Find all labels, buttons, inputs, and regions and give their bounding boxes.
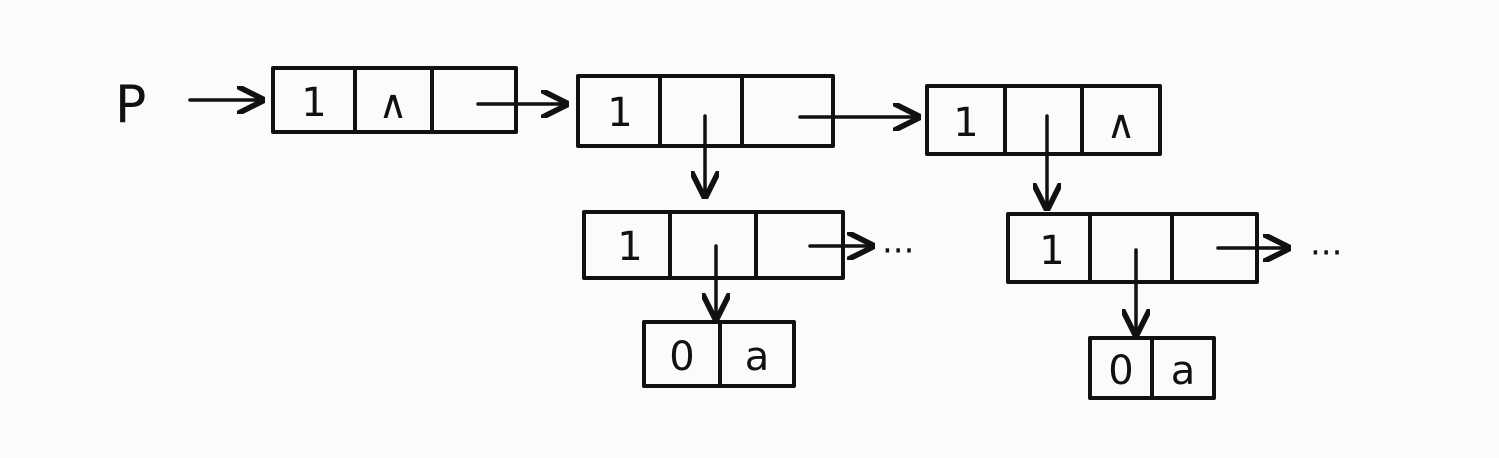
node-2-tag: 1: [607, 90, 632, 136]
node-4: 1: [582, 210, 845, 280]
node-3-tail-null: ∧: [1106, 102, 1135, 148]
head-pointer-label: P: [115, 75, 146, 135]
node-3: 1 ∧: [925, 84, 1162, 156]
atom-2-value: a: [1171, 348, 1196, 394]
node-4-tag: 1: [617, 224, 642, 270]
atom-1-value: a: [745, 334, 770, 380]
node-1: 1 ∧: [271, 66, 518, 134]
node-5-ellipsis: ···: [1310, 233, 1342, 273]
atom-1: 0 a: [642, 320, 796, 388]
node-4-ellipsis: ···: [882, 231, 914, 271]
atom-2-tag: 0: [1108, 348, 1133, 394]
atom-2: 0 a: [1088, 336, 1216, 400]
atom-1-tag: 0: [669, 334, 694, 380]
node-3-tag: 1: [953, 100, 978, 146]
node-1-tag: 1: [301, 80, 326, 126]
node-1-head-null: ∧: [378, 82, 407, 128]
node-5-tag: 1: [1039, 228, 1064, 274]
